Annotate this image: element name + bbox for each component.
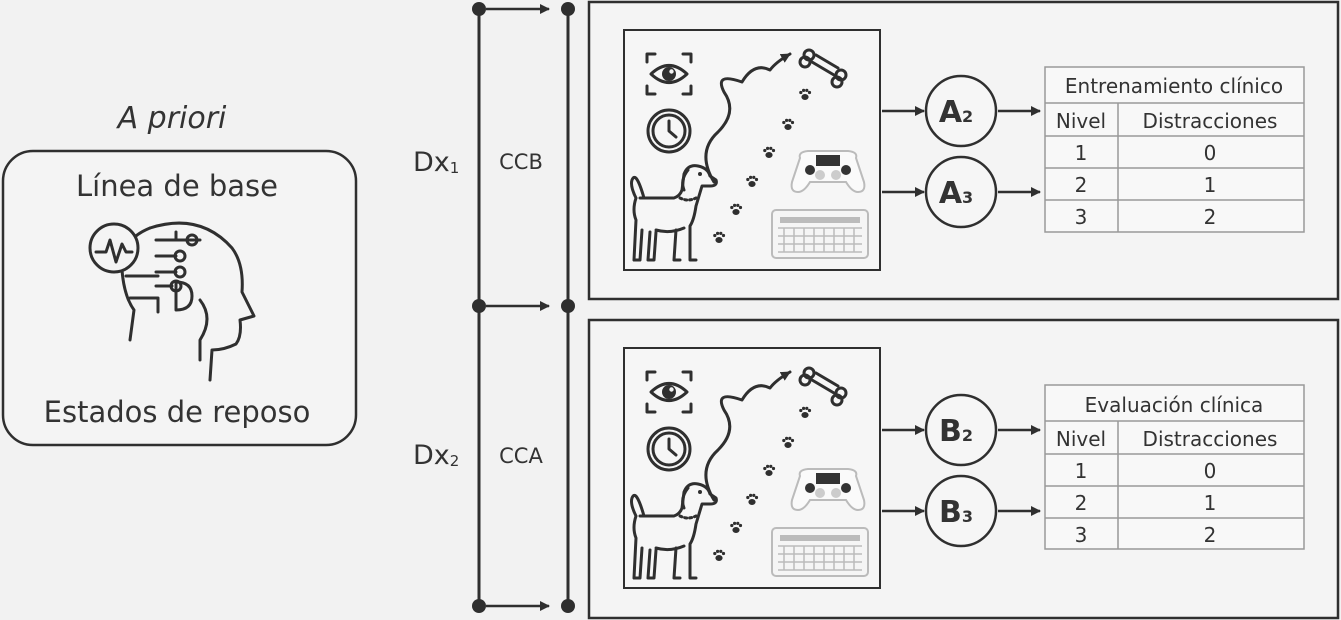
table-top-header-distractions: Distracciones: [1143, 109, 1278, 133]
cca-label: CCA: [499, 444, 543, 468]
table-bottom-cell: 0: [1204, 459, 1217, 483]
table-top-cell: 3: [1075, 205, 1088, 229]
ccb-label: CCB: [499, 150, 543, 174]
panel-top-illustration: [624, 30, 880, 270]
brain-head-icon: [88, 221, 256, 382]
rest-states-label: Estados de reposo: [44, 395, 311, 429]
table-bottom-cell: 2: [1204, 523, 1217, 547]
circle-a3-label: A3: [939, 176, 973, 211]
circle-b2-label: B2: [939, 414, 973, 449]
circle-a2-label: A2: [939, 95, 973, 130]
circle-b3: [924, 474, 998, 548]
table-bottom-header-level: Nivel: [1056, 427, 1106, 451]
table-top-cell: 1: [1075, 141, 1088, 165]
circle-a2: [924, 74, 998, 148]
table-bottom-cell: 1: [1075, 459, 1088, 483]
circle-a3: [924, 155, 998, 229]
table-top-cell: 0: [1204, 141, 1217, 165]
dx1-label: Dx1: [413, 147, 459, 178]
baseline-title: Línea de base: [76, 169, 278, 203]
panel-bottom-illustration: [624, 348, 880, 588]
baseline-box: [1, 149, 358, 447]
table-bottom-title: Evaluación clínica: [1085, 393, 1264, 417]
table-top-header-level: Nivel: [1056, 109, 1106, 133]
table-bottom-cell: 1: [1204, 491, 1217, 515]
table-top-cell: 2: [1204, 205, 1217, 229]
table-top-cell: 2: [1075, 173, 1088, 197]
table-bottom-header-distractions: Distracciones: [1143, 427, 1278, 451]
table-top: Entrenamiento clínico Nivel Distraccione…: [1044, 66, 1305, 233]
circle-b2: [924, 393, 998, 467]
table-top-title: Entrenamiento clínico: [1065, 74, 1283, 98]
table-bottom-cell: 2: [1075, 491, 1088, 515]
table-top-cell: 1: [1204, 173, 1217, 197]
panel-top-arrows: [882, 106, 1041, 197]
apriori-label: A priori: [116, 101, 227, 136]
timeline-nodes: [472, 2, 575, 613]
circle-b3-label: B3: [939, 495, 973, 530]
table-bottom-cell: 3: [1075, 523, 1088, 547]
dx2-label: Dx2: [413, 440, 459, 471]
timeline-arrows: [486, 4, 550, 611]
panel-bottom-arrows: [882, 425, 1041, 516]
table-bottom: Evaluación clínica Nivel Distracciones 1…: [1044, 384, 1305, 550]
